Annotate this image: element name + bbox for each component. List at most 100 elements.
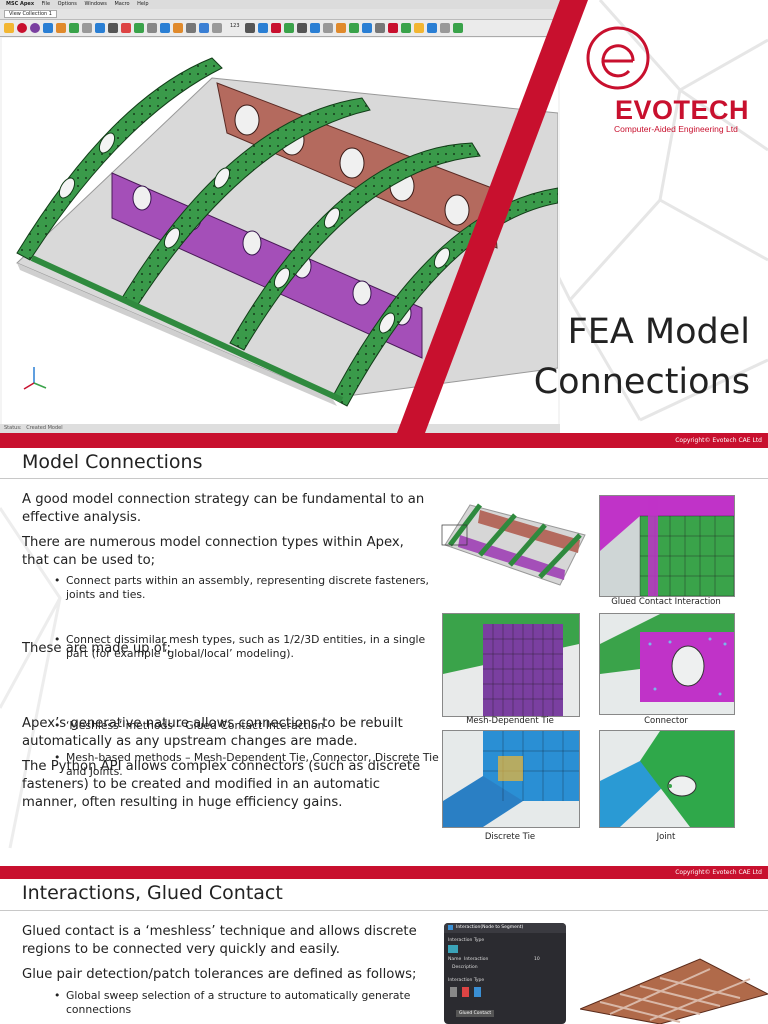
caption-glued-contact: Glued Contact Interaction bbox=[611, 597, 721, 607]
tool-icon-analysis[interactable] bbox=[199, 23, 209, 33]
red-diagonal-band bbox=[0, 0, 768, 448]
tool-icon-assembly[interactable] bbox=[95, 23, 105, 33]
joint-image bbox=[599, 730, 735, 828]
tool-icon-extend[interactable] bbox=[134, 23, 144, 33]
tool-icon-spring[interactable] bbox=[310, 23, 320, 33]
interaction-type-icon[interactable] bbox=[448, 945, 458, 953]
evotech-logo bbox=[586, 26, 650, 90]
name-label: Name bbox=[448, 957, 462, 962]
wing-glued-render bbox=[578, 954, 768, 1024]
bullet-item: Mesh-based methods – Mesh-Dependent Tie,… bbox=[54, 751, 446, 779]
3d-viewport[interactable] bbox=[2, 38, 559, 424]
tool-icon-constraints[interactable] bbox=[186, 23, 196, 33]
connector-image bbox=[599, 613, 735, 715]
paragraph-3: These are made up of; bbox=[22, 641, 171, 656]
tool-icon-results[interactable] bbox=[212, 23, 222, 33]
caption-joint: Joint bbox=[656, 832, 676, 842]
tool-icon-loads[interactable] bbox=[173, 23, 183, 33]
status-label: Status: bbox=[4, 425, 22, 431]
slide-title: Interactions, Glued Contact bbox=[22, 882, 283, 904]
interactions-slide: Interactions, Glued Contact Glued contac… bbox=[0, 879, 768, 1024]
caption-discrete-tie: Discrete Tie bbox=[484, 832, 536, 842]
menu-item-windows[interactable]: Windows bbox=[84, 1, 107, 7]
tooltip-glued-contact: Glued Contact bbox=[456, 1010, 495, 1017]
logo-subtitle: Computer-Aided Engineering Ltd bbox=[614, 124, 738, 134]
status-text: Created Model bbox=[26, 425, 63, 431]
tool-icon-geometry[interactable] bbox=[4, 23, 14, 33]
type-option-icon[interactable] bbox=[474, 987, 481, 997]
wing-model-render bbox=[16, 57, 559, 407]
tool-icon-view[interactable] bbox=[245, 23, 255, 33]
tool-icon-grid[interactable] bbox=[427, 23, 437, 33]
dialog-title: Interaction(Node to Segment) bbox=[456, 925, 524, 930]
paragraph-2: Glue pair detection/patch tolerances are… bbox=[22, 967, 417, 982]
slide-title-line2: Connections bbox=[533, 362, 750, 402]
menu-bar: MSC Apex File Options Windows Macro Help bbox=[0, 0, 560, 9]
tool-icon-connect[interactable] bbox=[258, 23, 268, 33]
tool-icon-tie[interactable] bbox=[271, 23, 281, 33]
dialog-section-label-2: Interaction Type bbox=[448, 978, 485, 983]
menu-item-app[interactable]: MSC Apex bbox=[6, 1, 35, 7]
copyright-text: Copyright© Evotech CAE Ltd bbox=[675, 869, 762, 876]
tool-icon-shape[interactable] bbox=[17, 23, 27, 33]
tool-icon-pressure[interactable] bbox=[336, 23, 346, 33]
type-option-icon[interactable] bbox=[462, 987, 469, 997]
tool-icon-edit[interactable] bbox=[56, 23, 66, 33]
bullet-item: Connect parts within an assembly, repres… bbox=[54, 574, 436, 602]
tool-icon-materials[interactable] bbox=[160, 23, 170, 33]
slide-divider-bar: Copyright© Evotech CAE Ltd bbox=[0, 866, 768, 879]
interaction-dialog: Interaction(Node to Segment) Interaction… bbox=[444, 923, 566, 1024]
title-divider bbox=[0, 910, 768, 911]
caption-mesh-dependent-tie: Mesh-Dependent Tie bbox=[466, 716, 554, 726]
mesh-dependent-tie-image bbox=[442, 613, 580, 717]
title-slide: MSC Apex File Options Windows Macro Help… bbox=[0, 0, 768, 448]
menu-item-macro[interactable]: Macro bbox=[114, 1, 130, 7]
menu-item-help[interactable]: Help bbox=[137, 1, 149, 7]
tool-icon-post[interactable] bbox=[401, 23, 411, 33]
dialog-section-label: Interaction Type bbox=[448, 938, 485, 943]
view-collection-tab[interactable]: View Collection 1 bbox=[4, 10, 57, 18]
menu-item-options[interactable]: Options bbox=[57, 1, 77, 7]
discrete-tie-image bbox=[442, 730, 580, 828]
copyright-text: Copyright© Evotech CAE Ltd bbox=[675, 437, 762, 444]
tool-icon-settings[interactable] bbox=[440, 23, 450, 33]
tool-icon-scenario[interactable] bbox=[375, 23, 385, 33]
menu-item-file[interactable]: File bbox=[41, 1, 51, 7]
tool-icon-transform[interactable] bbox=[82, 23, 92, 33]
bullet-item: ‘Meshless’ methods – Glued Contact Inter… bbox=[54, 719, 446, 733]
slide-title: Model Connections bbox=[22, 451, 203, 473]
wing-overview-image bbox=[440, 495, 590, 590]
description-label: Description bbox=[452, 965, 478, 970]
apex-app-window: MSC Apex File Options Windows Macro Help… bbox=[0, 0, 560, 433]
tool-icon-mesh[interactable] bbox=[43, 23, 53, 33]
tool-icon-split[interactable] bbox=[69, 23, 79, 33]
tool-icon-temperature[interactable] bbox=[349, 23, 359, 33]
type-option-icon[interactable] bbox=[450, 987, 457, 997]
tool-icon-glue[interactable] bbox=[284, 23, 294, 33]
status-bar: Status: Created Model bbox=[0, 424, 560, 433]
id-value[interactable]: 10 bbox=[534, 957, 540, 962]
tool-icon-python[interactable] bbox=[414, 23, 424, 33]
model-connections-slide: Model Connections A good model connectio… bbox=[0, 448, 768, 868]
tool-icon-mass[interactable] bbox=[323, 23, 333, 33]
main-toolbar: 123 bbox=[0, 20, 560, 37]
tool-icon-select[interactable] bbox=[108, 23, 118, 33]
tool-icon-delete[interactable] bbox=[121, 23, 131, 33]
tool-icon-study[interactable] bbox=[362, 23, 372, 33]
name-value[interactable]: Interaction bbox=[464, 957, 489, 962]
glued-contact-image bbox=[599, 495, 735, 597]
view-tab-bar: View Collection 1 bbox=[0, 9, 560, 20]
toolbar-number: 123 bbox=[230, 23, 240, 29]
caption-connector: Connector bbox=[644, 716, 688, 726]
tool-icon-measure[interactable] bbox=[147, 23, 157, 33]
tool-icon-gear[interactable] bbox=[453, 23, 463, 33]
title-divider bbox=[0, 478, 768, 479]
tool-icon-sphere[interactable] bbox=[30, 23, 40, 33]
paragraph-5: The Python API allows complex connectors… bbox=[22, 759, 421, 810]
bullet-item: Global sweep selection of a structure to… bbox=[54, 989, 426, 1017]
tool-icon-joint[interactable] bbox=[297, 23, 307, 33]
paragraph-1: Glued contact is a ‘meshless’ technique … bbox=[22, 924, 417, 957]
paragraph-4: Apex’s generative nature allows connecti… bbox=[22, 716, 403, 749]
tool-icon-run[interactable] bbox=[388, 23, 398, 33]
paragraph-1: A good model connection strategy can be … bbox=[22, 492, 425, 525]
